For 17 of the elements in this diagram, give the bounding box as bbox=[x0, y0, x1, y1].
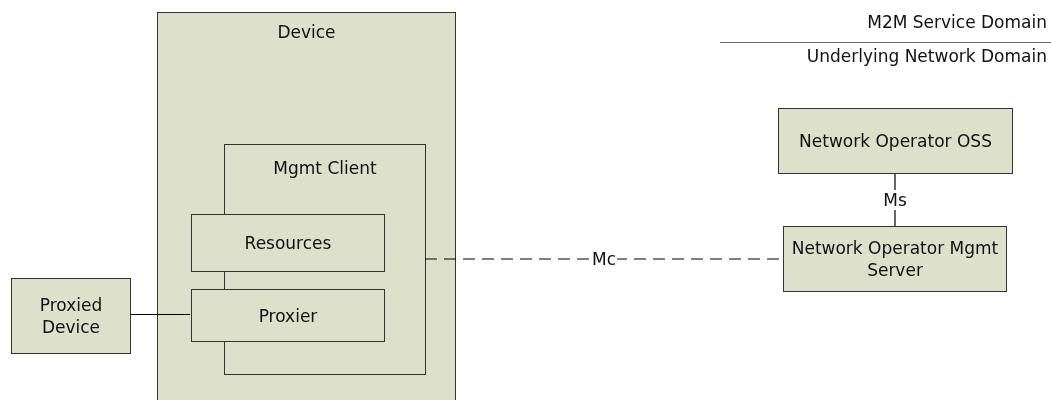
domain-label: Underlying Network Domain bbox=[806, 46, 1047, 66]
edge-label: Ms bbox=[882, 190, 908, 210]
node-label: Proxied Device bbox=[38, 294, 104, 338]
node-label: Proxier bbox=[258, 304, 318, 327]
node-label: Network Operator OSS bbox=[799, 130, 992, 152]
node-label: Mgmt Client bbox=[273, 157, 377, 179]
node-label: Resources bbox=[244, 232, 332, 254]
domain-label: M2M Service Domain bbox=[867, 12, 1047, 32]
device-box bbox=[11, 278, 131, 354]
connector-line bbox=[130, 313, 191, 316]
node-label: Network Operator Mgmt Server bbox=[790, 237, 1000, 281]
component-box bbox=[191, 289, 385, 342]
component-box bbox=[191, 214, 385, 272]
container-box bbox=[157, 12, 456, 400]
server-box bbox=[783, 226, 1007, 292]
node-label: Device bbox=[277, 21, 336, 43]
system-box bbox=[778, 108, 1013, 174]
